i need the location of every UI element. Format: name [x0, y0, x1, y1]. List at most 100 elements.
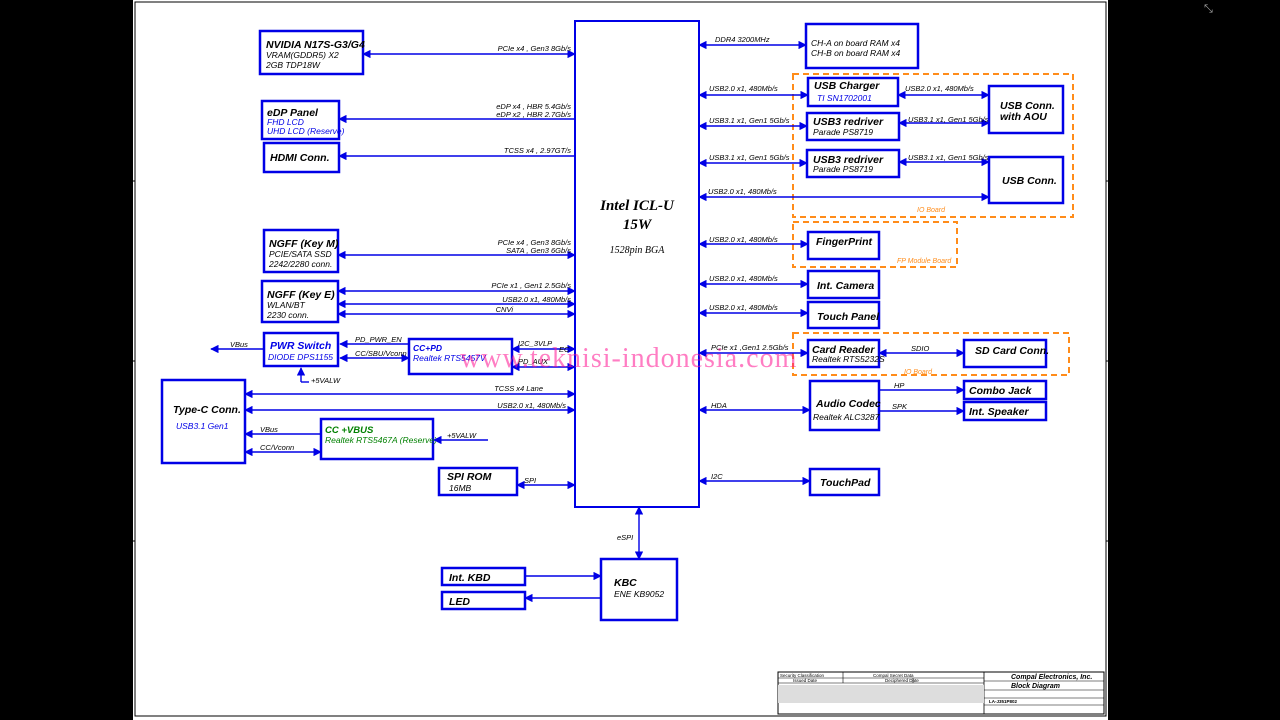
ngff-m-conn: 2242/2280 conn. — [268, 259, 332, 269]
touchpad-label: I2C — [711, 472, 723, 481]
gpu-signal: PCIe x4 , Gen3 8Gb/s — [498, 44, 572, 53]
pwr-svalw-label: +5VALW — [311, 376, 341, 385]
cpu-title: Intel ICL-U — [599, 198, 675, 214]
sheet-border — [134, 1, 1107, 717]
audio-codec-block: Audio Codec Realtek ALC3287 — [808, 379, 881, 432]
touch-panel-signal: USB2.0 x1, 480Mb/s — [709, 303, 778, 312]
hdmi-signal: TCSS x4 , 2.97GT/s — [504, 146, 571, 155]
io-board-label-2: IO Board — [904, 369, 933, 376]
pwr-switch-name: PWR Switch — [270, 340, 331, 352]
camera-signal: USB2.0 x1, 480Mb/s — [709, 274, 778, 283]
int-kbd-name: Int. KBD — [449, 572, 491, 584]
typec-vbus-label: VBus — [260, 425, 278, 434]
card-reader-signal: PCIe x1 ,Gen1 2.5Gb/s — [711, 343, 789, 352]
redriver-1-aou-signal: USB3.1 x1, Gen1 5Gb/s — [908, 115, 989, 124]
typec-ccvconn-label: CC/Vconn — [260, 443, 294, 452]
tcss-lane-label: TCSS x4 Lane — [494, 384, 543, 393]
edp-name: eDP Panel — [267, 107, 319, 119]
tb-secret: Compal Secret Data — [873, 673, 914, 678]
card-reader-name: Card Reader — [812, 344, 875, 356]
cc-pd-block: CC+PD Realtek RTS5457V — [407, 337, 514, 376]
spi-rom-size: 16MB — [449, 483, 472, 493]
kbc-part: ENE KB9052 — [614, 589, 664, 599]
combo-jack-name: Combo Jack — [969, 385, 1033, 397]
schematic-sheet: Intel ICL-U 15W 1528pin BGA NVIDIA N17S-… — [133, 0, 1108, 720]
io-board-label-1: IO Board — [917, 207, 946, 214]
fp-board-label: FP Module Board — [897, 258, 952, 265]
espi-label: eSPI — [617, 533, 633, 542]
io-board-region-1 — [792, 73, 1074, 218]
cc-pd-part: Realtek RTS5457V — [413, 353, 487, 363]
cpu-block: Intel ICL-U 15W 1528pin BGA — [574, 20, 700, 508]
type-c-name: Type-C Conn. — [173, 404, 241, 416]
usb-charger-signal: USB2.0 x1, 480Mb/s — [709, 84, 778, 93]
gpu-block: NVIDIA N17S-G3/G4 VRAM(GDDR5) X2 2GB TDP… — [258, 29, 365, 76]
type-c-usb: USB3.1 Gen1 — [176, 421, 229, 431]
ngff-m-name: NGFF (Key M) — [269, 238, 339, 250]
cc-vbus-part: Realtek RTS5467A (Reserve) — [325, 435, 437, 445]
fingerprint-name: FingerPrint — [816, 236, 873, 248]
usb-aou-sub: with AOU — [1000, 111, 1047, 123]
edp-signal-2: eDP x2 , HBR 2.7Gb/s — [496, 110, 571, 119]
spi-rom-name: SPI ROM — [447, 471, 492, 483]
cc-vbus-block: CC +VBUS Realtek RTS5467A (Reserve) — [319, 417, 437, 461]
ngff-e-block: NGFF (Key E) WLAN/BT 2230 conn. — [260, 279, 340, 324]
usb-conn-signal: USB2.0 x1, 480Mb/s — [708, 187, 777, 196]
int-kbd-block: Int. KBD — [440, 566, 527, 587]
hdmi-block: HDMI Conn. — [262, 141, 341, 174]
sd-card-block: SD Card Conn. — [962, 338, 1049, 369]
fingerprint-block: FingerPrint — [806, 230, 881, 261]
fingerprint-signal: USB2.0 x1, 480Mb/s — [709, 235, 778, 244]
pwr-vbus-label: VBus — [230, 340, 248, 349]
int-speaker-name: Int. Speaker — [969, 406, 1029, 418]
touch-panel-name: Touch Panel — [817, 311, 880, 323]
tb-issued: Issued Date — [793, 678, 818, 683]
tb-deciphered: Deciphered Date — [885, 678, 919, 683]
pwr-switch-part: DIODE DPS1155 — [268, 352, 333, 362]
cc-pd-name: CC+PD — [413, 343, 442, 353]
ngff-e-wlan: WLAN/BT — [267, 300, 306, 310]
usb-aou-name: USB Conn. — [1000, 100, 1055, 112]
typec-usb2-label: USB2.0 x1, 480Mb/s — [497, 401, 566, 410]
redriver-1-signal: USB3.1 x1, Gen1 5Gb/s — [709, 116, 790, 125]
usb-charger-aou-signal: USB2.0 x1, 480Mb/s — [905, 84, 974, 93]
redriver-2-part: Parade PS8719 — [813, 164, 873, 174]
touchpad-name: TouchPad — [820, 477, 871, 489]
led-name: LED — [449, 596, 470, 608]
ram-signal: DDR4 3200MHz — [715, 35, 770, 44]
camera-name: Int. Camera — [817, 280, 874, 292]
ngff-e-signal-1: PCIe x1 , Gen1 2.5Gb/s — [491, 281, 571, 290]
hda-label: HDA — [711, 401, 727, 410]
ngff-m-block: NGFF (Key M) PCIE/SATA SSD 2242/2280 con… — [262, 228, 340, 274]
audio-codec-name: Audio Codec — [815, 398, 881, 410]
tb-security: Security Classification — [780, 673, 825, 678]
ram-block: CH-A on board RAM x4 CH-B on board RAM x… — [804, 22, 920, 70]
i2c-3vlp-label: I2C_3VLP — [518, 339, 552, 348]
cc-sbu-label: CC/SBU/Vconn — [355, 349, 407, 358]
redriver-1-part: Parade PS8719 — [813, 127, 873, 137]
usb-conn-name: USB Conn. — [1002, 175, 1057, 187]
audio-codec-part: Realtek ALC3287 — [813, 412, 880, 422]
ngff-m-ssd: PCIE/SATA SSD — [269, 249, 332, 259]
ram-chb: CH-B on board RAM x4 — [811, 48, 901, 58]
kbc-name: KBC — [614, 577, 637, 589]
ec-label: EC — [559, 345, 570, 354]
card-reader-block: Card Reader Realtek RTS5232S — [806, 338, 885, 369]
kbc-block: KBC ENE KB9052 — [599, 557, 679, 622]
spk-label: SPK — [892, 402, 908, 411]
redriver-2-usb-signal: USB3.1 x1, Gen1 5Gb/s — [908, 153, 989, 162]
tb-doc: LA-J351P802 — [989, 699, 1018, 704]
pd-aux-label: PD_AUX — [518, 357, 549, 366]
combo-jack-block: Combo Jack — [962, 379, 1048, 401]
cpu-package: 1528pin BGA — [610, 245, 666, 256]
block-diagram: Intel ICL-U 15W 1528pin BGA NVIDIA N17S-… — [133, 1, 1108, 717]
usb-conn-block: USB Conn. — [987, 155, 1065, 205]
tb-company: Compal Electronics, Inc. — [1011, 674, 1092, 681]
usb-aou-block: USB Conn. with AOU — [987, 84, 1065, 135]
redriver-1-name: USB3 redriver — [813, 116, 884, 128]
spi-rom-block: SPI ROM 16MB — [437, 466, 519, 497]
tb-title: Block Diagram — [1011, 683, 1060, 690]
cpu-tdp: 15W — [623, 217, 653, 233]
edp-fhd: FHD LCD — [267, 117, 304, 127]
resize-icon[interactable]: ⤡ — [1204, 3, 1213, 15]
